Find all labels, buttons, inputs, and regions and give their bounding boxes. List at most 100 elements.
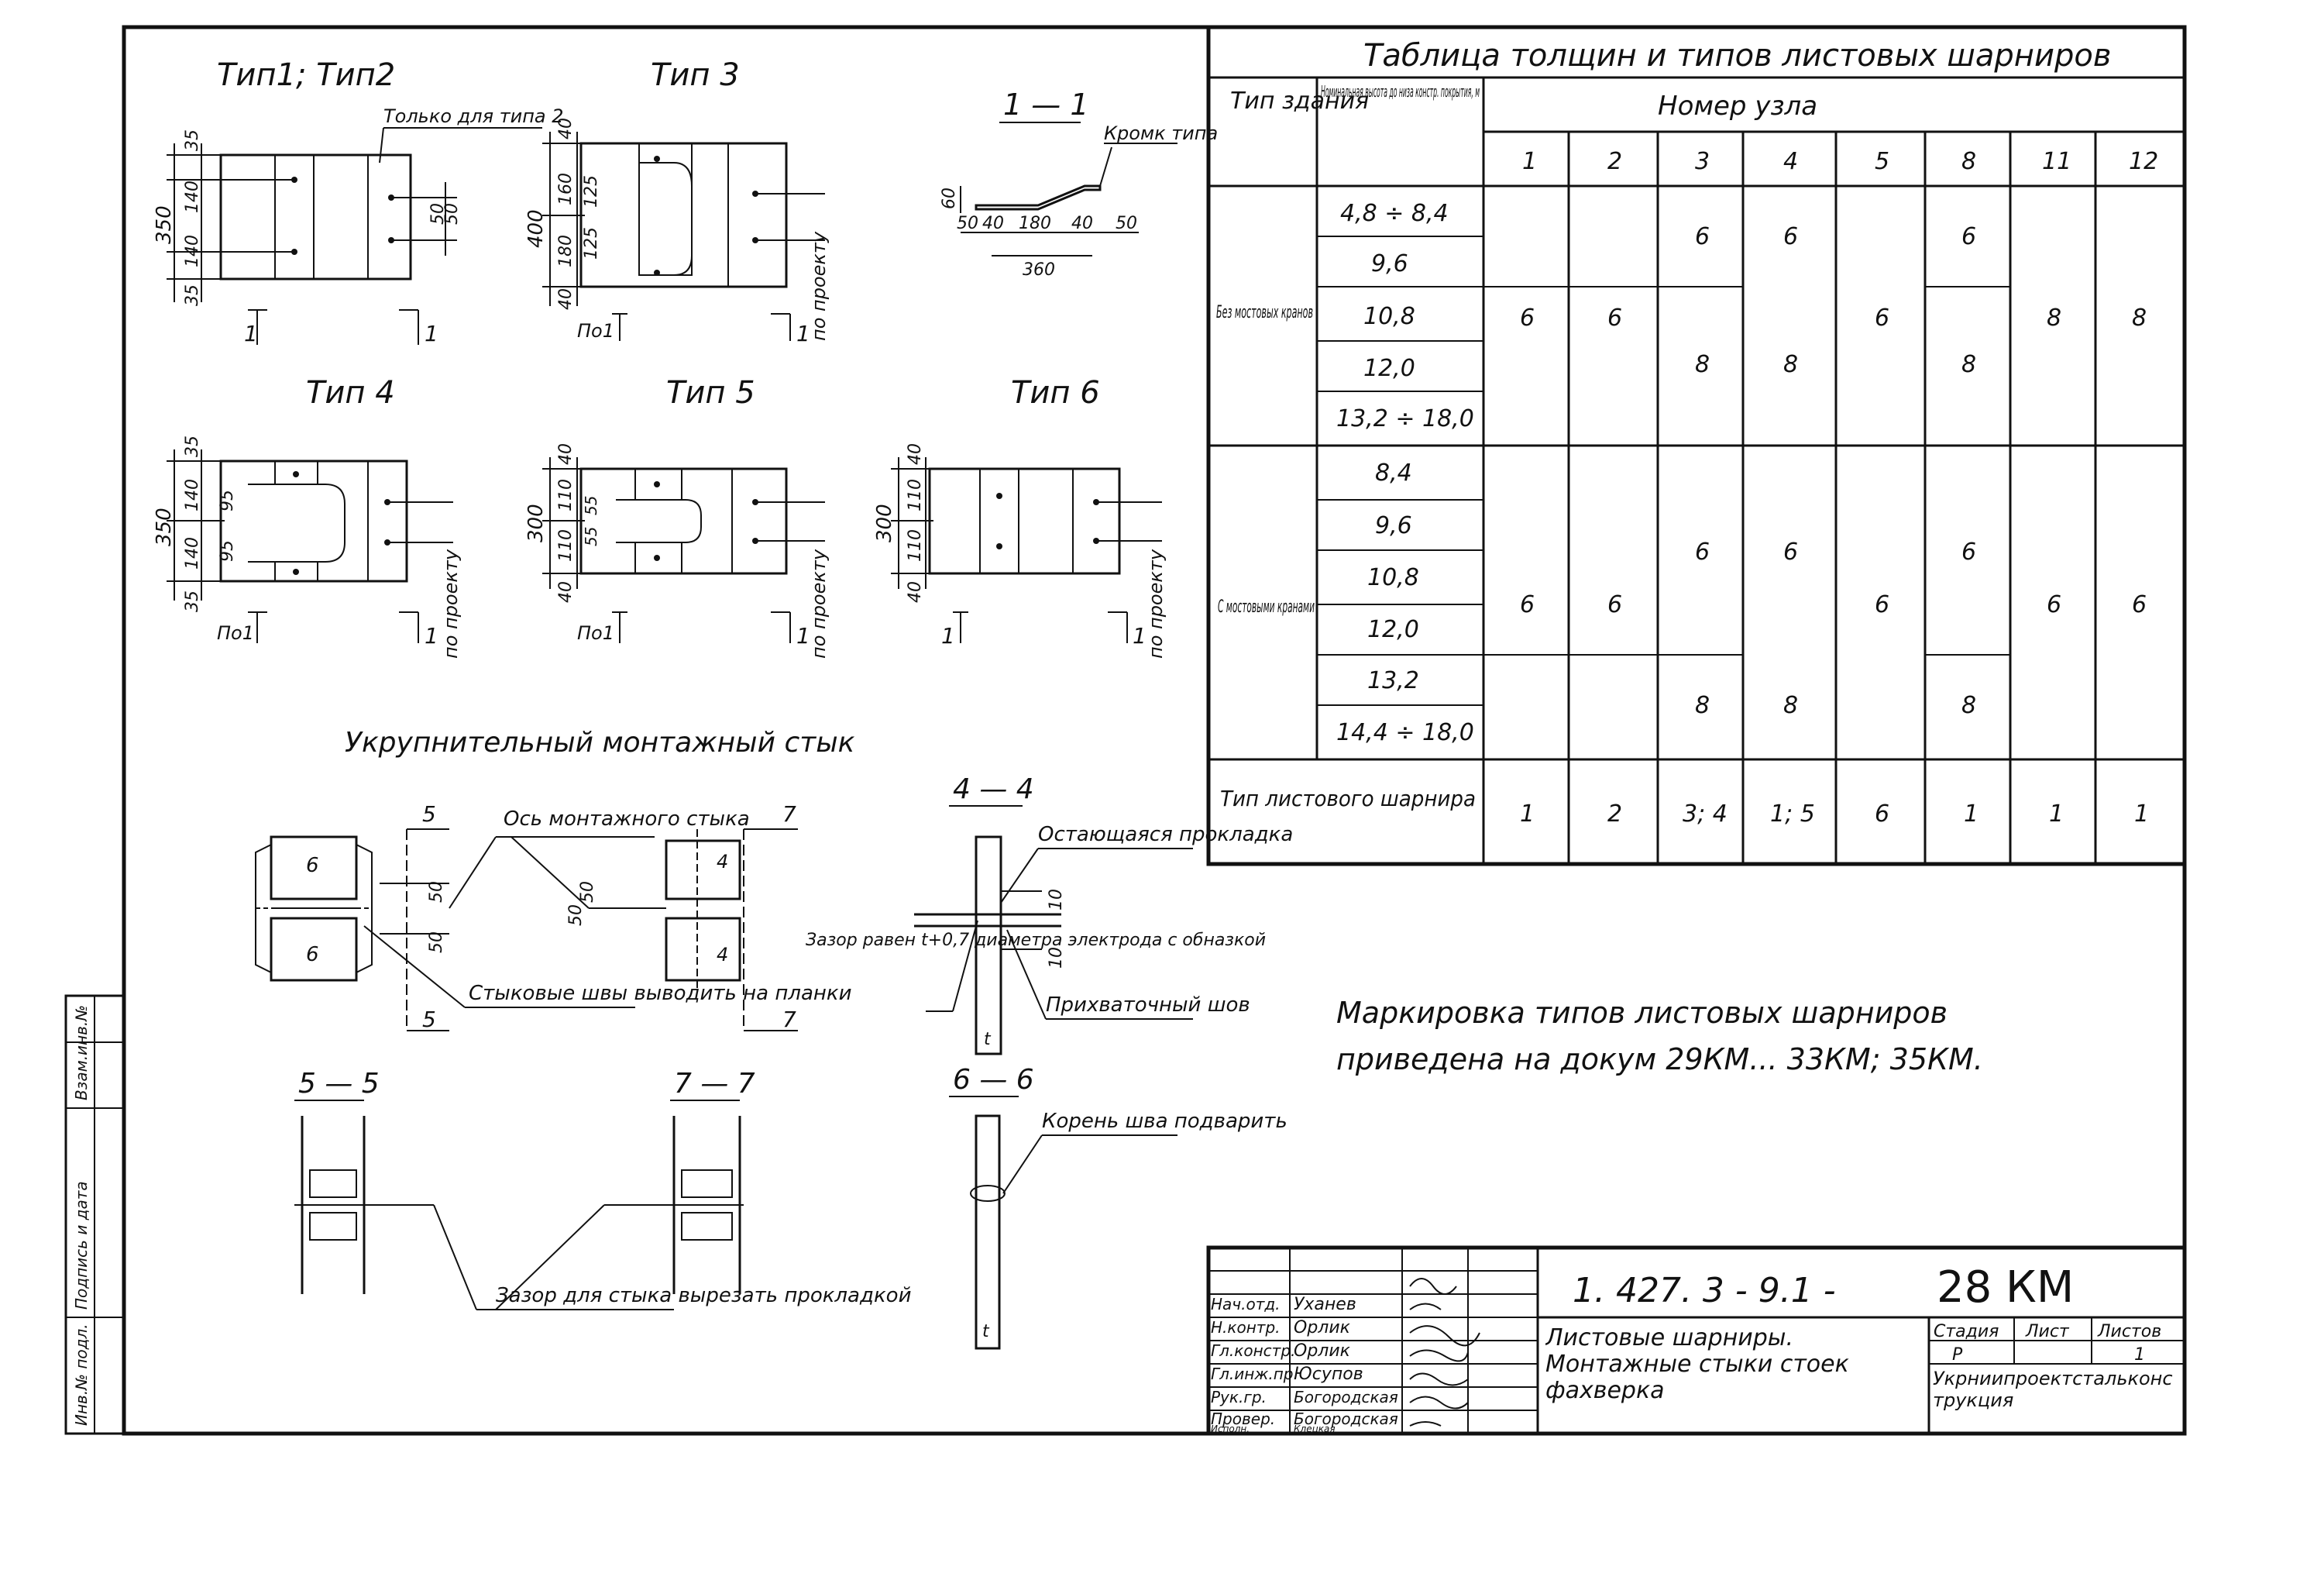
svg-text:8: 8 xyxy=(1695,692,1710,719)
svg-text:50: 50 xyxy=(957,214,978,233)
svg-text:40: 40 xyxy=(556,581,576,603)
svg-text:125: 125 xyxy=(582,175,601,208)
svg-text:7: 7 xyxy=(782,1007,796,1032)
svg-text:Клецкая: Клецкая xyxy=(1294,1423,1336,1434)
svg-text:13,2: 13,2 xyxy=(1367,667,1419,694)
svg-text:1: 1 xyxy=(2134,800,2149,828)
svg-text:40: 40 xyxy=(1071,214,1093,233)
svg-text:180: 180 xyxy=(556,235,576,267)
svg-text:2: 2 xyxy=(1607,800,1622,828)
svg-text:по проекту: по проекту xyxy=(440,549,462,659)
side-strip: Инв.№ подл. Подпись и дата Взам.инв.№ xyxy=(64,994,125,1435)
joint-axis-note: Ось монтажного стыка xyxy=(504,807,750,831)
svg-text:6: 6 xyxy=(1875,800,1889,828)
svg-text:110: 110 xyxy=(906,529,925,562)
svg-text:9,6: 9,6 xyxy=(1371,250,1408,277)
svg-text:6: 6 xyxy=(1695,539,1710,566)
svg-text:1: 1 xyxy=(796,321,810,346)
svg-text:8: 8 xyxy=(2047,305,2061,332)
svg-text:Лист: Лист xyxy=(2025,1322,2070,1341)
svg-text:6: 6 xyxy=(1607,591,1622,618)
sheet-code: 28 КМ xyxy=(1937,1262,2074,1313)
svg-text:60: 60 xyxy=(940,188,959,209)
svg-text:350: 350 xyxy=(153,508,176,546)
svg-text:4: 4 xyxy=(717,851,728,873)
svg-text:8: 8 xyxy=(1961,351,1976,378)
gap-note: Зазор равен t+0,7 диаметра электрода с о… xyxy=(806,931,1266,950)
svg-text:Гл.констр.: Гл.констр. xyxy=(1211,1341,1295,1360)
svg-text:по проекту: по проекту xyxy=(808,549,830,659)
svg-text:6: 6 xyxy=(1875,591,1889,618)
col-height-header: Номинальная высота до низа констр. покры… xyxy=(1321,82,1480,101)
svg-text:по проекту: по проекту xyxy=(1145,549,1167,659)
svg-text:8: 8 xyxy=(2132,305,2147,332)
svg-text:t: t xyxy=(984,1030,992,1049)
t12-dim-5: 50 xyxy=(428,203,448,225)
svg-text:110: 110 xyxy=(556,479,576,511)
svg-text:Рук.гр.: Рук.гр. xyxy=(1211,1388,1267,1406)
svg-text:t: t xyxy=(982,1322,990,1341)
joint-drawing: Укрупнительный монтажный стык 6 6 5 5 50… xyxy=(255,727,1293,1350)
svg-text:6: 6 xyxy=(1783,539,1798,566)
t12-dim-6: 50 xyxy=(442,203,462,225)
svg-text:1: 1 xyxy=(1520,800,1535,828)
svg-text:12,0: 12,0 xyxy=(1367,616,1419,643)
organization: Укрниипроектстальконструкция xyxy=(1933,1368,2173,1411)
svg-text:40: 40 xyxy=(906,443,925,465)
svg-text:95: 95 xyxy=(218,540,237,562)
type-4-label: Тип 4 xyxy=(306,375,395,411)
svg-text:1: 1 xyxy=(941,623,955,649)
svg-text:1: 1 xyxy=(425,623,438,649)
only-for-type2-note: Только для типа 2 xyxy=(383,105,564,127)
svg-text:8: 8 xyxy=(1783,351,1798,378)
svg-text:1: 1 xyxy=(1133,623,1147,649)
side-inv: Инв.№ подл. xyxy=(72,1324,91,1426)
group1-name: Без мостовых кранов xyxy=(1216,303,1313,322)
svg-text:По1: По1 xyxy=(577,622,614,644)
node-11: 11 xyxy=(2042,148,2071,175)
svg-text:35: 35 xyxy=(183,435,202,457)
svg-text:10,8: 10,8 xyxy=(1363,303,1415,330)
table-title: Таблица толщин и типов листовых шарниров xyxy=(1363,38,2111,74)
svg-text:300: 300 xyxy=(524,504,548,542)
svg-text:Исполн.: Исполн. xyxy=(1211,1423,1250,1434)
svg-text:8: 8 xyxy=(1961,692,1976,719)
svg-text:4 — 4: 4 — 4 xyxy=(953,773,1034,805)
svg-text:95: 95 xyxy=(218,490,237,511)
svg-text:1: 1 xyxy=(425,321,438,346)
svg-text:Богородская: Богородская xyxy=(1294,1410,1398,1428)
svg-text:50: 50 xyxy=(427,931,446,953)
svg-text:Гл.инж.пр.: Гл.инж.пр. xyxy=(1211,1365,1298,1383)
svg-text:Богородская: Богородская xyxy=(1294,1388,1398,1406)
group2-name: С мостовыми кранами xyxy=(1218,597,1315,617)
svg-text:400: 400 xyxy=(524,209,548,248)
svg-text:125: 125 xyxy=(582,227,601,260)
svg-text:40: 40 xyxy=(906,581,925,603)
svg-text:Н.контр.: Н.контр. xyxy=(1211,1318,1281,1337)
svg-text:55: 55 xyxy=(582,527,600,546)
svg-text:Уханев: Уханев xyxy=(1294,1295,1356,1314)
t12-dim-3: 140 xyxy=(183,235,202,267)
svg-text:6: 6 xyxy=(1520,591,1535,618)
gap-cut-note: Зазор для стыка вырезать прокладкой xyxy=(496,1284,911,1307)
svg-text:6: 6 xyxy=(306,854,319,877)
svg-text:1: 1 xyxy=(796,623,810,649)
svg-text:110: 110 xyxy=(906,479,925,511)
tack-weld-note: Прихваточный шов xyxy=(1046,993,1250,1017)
svg-text:10,8: 10,8 xyxy=(1367,564,1419,591)
node-3: 3 xyxy=(1695,148,1710,175)
hinge-table: Таблица толщин и типов листовых шарниров xyxy=(1206,25,2187,866)
svg-text:8: 8 xyxy=(1783,692,1798,719)
marking-note-line2: приведена на докум 29КМ... 33КМ; 35КМ. xyxy=(1336,1042,1983,1076)
t12-dim-1: 35 xyxy=(183,129,202,151)
col-type-header: Тип здания xyxy=(1230,88,1369,115)
section-1-1: 1 — 1 Кромк типа 60 50 40 180 40 50 360 xyxy=(940,88,1218,280)
svg-text:40: 40 xyxy=(556,288,576,310)
svg-text:По1: По1 xyxy=(217,622,254,644)
svg-text:Орлик: Орлик xyxy=(1294,1318,1351,1337)
side-sign: Подпись и дата xyxy=(72,1181,91,1310)
t12-dim-total: 350 xyxy=(153,205,176,244)
node-5: 5 xyxy=(1875,148,1889,175)
